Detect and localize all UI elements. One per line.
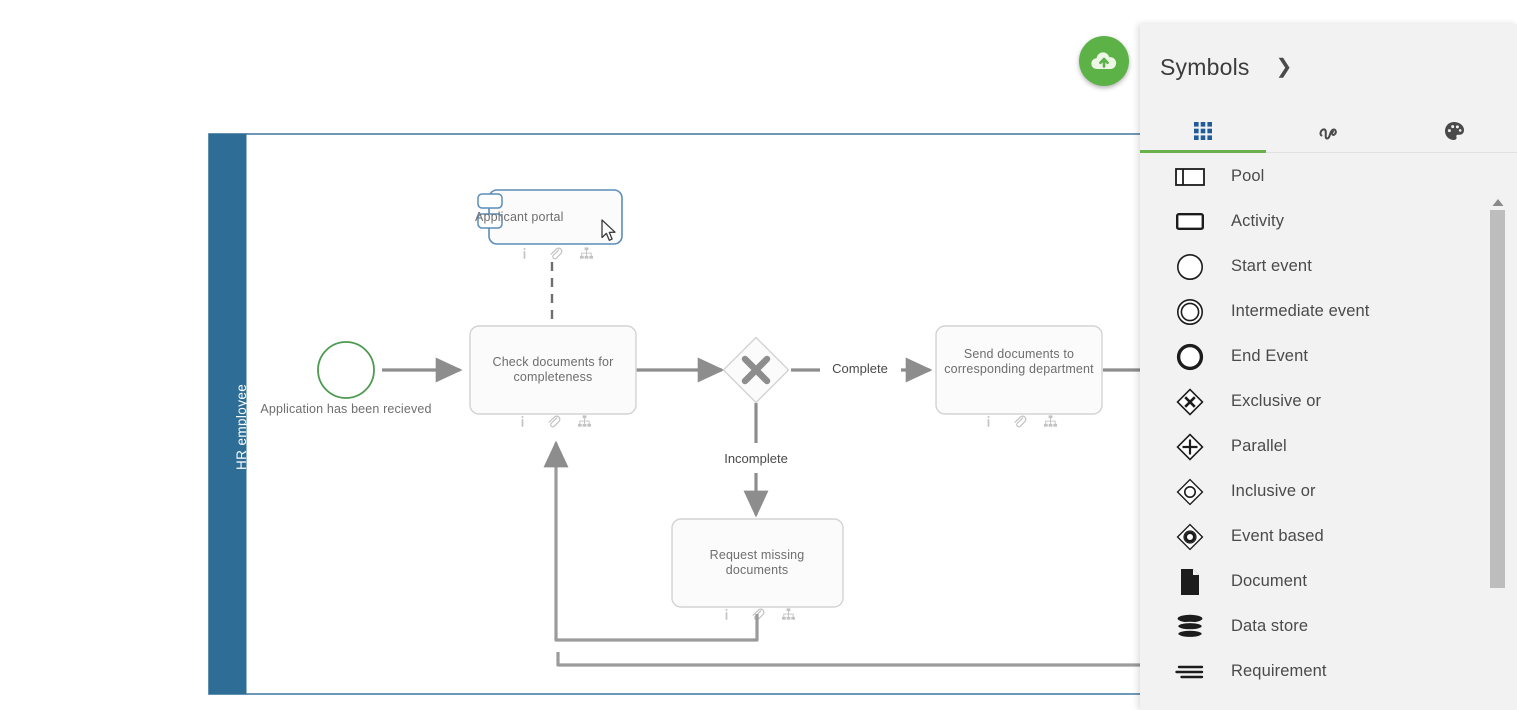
node-toolbar-request-missing[interactable] <box>672 607 843 622</box>
start-event-icon <box>1173 250 1207 284</box>
cloud-upload-icon <box>1091 52 1117 70</box>
tab-styles[interactable] <box>1391 110 1517 152</box>
panel-scrollbar[interactable] <box>1490 194 1505 594</box>
lane-header[interactable] <box>208 133 247 695</box>
panel-tabs[interactable] <box>1140 110 1517 153</box>
symbol-label: Requirement <box>1231 662 1327 680</box>
palette-icon <box>1445 122 1465 140</box>
symbol-item-start-event[interactable]: Start event <box>1140 244 1500 289</box>
parallel-icon <box>1173 430 1207 464</box>
symbol-label: Activity <box>1231 212 1285 230</box>
hierarchy-icon[interactable] <box>1043 414 1058 429</box>
node-check-documents[interactable] <box>469 325 637 415</box>
symbol-item-data-store[interactable]: Data store <box>1140 604 1500 649</box>
panel-title: Symbols <box>1160 53 1250 80</box>
node-request-missing[interactable] <box>671 518 844 608</box>
info-icon[interactable] <box>515 414 530 429</box>
attachment-icon[interactable] <box>750 607 765 622</box>
cloud-upload-button[interactable] <box>1079 36 1129 86</box>
symbols-panel[interactable]: Symbols ❯ <box>1140 24 1517 710</box>
panel-header: Symbols ❯ <box>1140 24 1517 110</box>
symbol-item-exclusive-or[interactable]: Exclusive or <box>1140 379 1500 424</box>
scribble-icon <box>1318 128 1337 140</box>
symbol-label: Exclusive or <box>1231 392 1322 410</box>
attachment-icon[interactable] <box>1012 414 1027 429</box>
lane-label: HR employee <box>234 383 249 470</box>
end-event-icon <box>1173 340 1207 374</box>
event-based-icon <box>1173 520 1207 554</box>
symbol-label: Inclusive or <box>1231 482 1316 500</box>
symbol-label: Pool <box>1231 167 1265 185</box>
symbol-item-parallel[interactable]: Parallel <box>1140 424 1500 469</box>
symbol-item-event-based[interactable]: Event based <box>1140 514 1500 559</box>
pool-icon <box>1173 160 1207 194</box>
intermediate-event-icon <box>1173 295 1207 329</box>
hierarchy-icon[interactable] <box>781 607 796 622</box>
activity-icon <box>1173 205 1207 239</box>
symbol-list[interactable]: Pool Activity Start event <box>1140 154 1500 710</box>
symbol-label: Intermediate event <box>1231 302 1370 320</box>
tab-freehand[interactable] <box>1266 110 1392 152</box>
edge-label-incomplete: Incomplete <box>724 451 788 466</box>
symbol-label: End Event <box>1231 347 1309 365</box>
symbol-item-document[interactable]: Document <box>1140 559 1500 604</box>
info-icon[interactable] <box>981 414 996 429</box>
symbol-item-intermediate-event[interactable]: Intermediate event <box>1140 289 1500 334</box>
node-start-event[interactable] <box>317 341 375 399</box>
symbol-label: Data store <box>1231 617 1309 635</box>
exclusive-or-icon <box>1173 385 1207 419</box>
symbol-label: Document <box>1231 572 1308 590</box>
document-icon <box>1173 565 1207 599</box>
chevron-right-icon[interactable]: ❯ <box>1275 56 1293 78</box>
edge-request-loopback[interactable] <box>543 440 759 642</box>
hierarchy-icon[interactable] <box>577 414 592 429</box>
node-toolbar-applicant-portal[interactable] <box>489 246 622 261</box>
symbol-item-end-event[interactable]: End Event <box>1140 334 1500 379</box>
symbol-item-activity[interactable]: Activity <box>1140 199 1500 244</box>
info-icon[interactable] <box>517 246 532 261</box>
node-applicant-portal[interactable] <box>477 189 623 245</box>
symbol-item-inclusive-or[interactable]: Inclusive or <box>1140 469 1500 514</box>
data-store-icon <box>1173 610 1207 644</box>
hierarchy-icon[interactable] <box>579 246 594 261</box>
edge-label-complete: Complete <box>832 361 888 376</box>
symbol-item-pool[interactable]: Pool <box>1140 154 1500 199</box>
symbol-item-requirement[interactable]: Requirement <box>1140 649 1500 694</box>
requirement-icon <box>1173 655 1207 689</box>
tab-symbols[interactable] <box>1140 110 1266 153</box>
symbol-label: Start event <box>1231 257 1312 275</box>
node-toolbar-send-documents[interactable] <box>936 414 1102 429</box>
grid-icon <box>1193 122 1212 140</box>
symbol-label: Parallel <box>1231 437 1287 455</box>
node-exclusive-gateway[interactable] <box>722 336 790 404</box>
scroll-up-arrow-icon[interactable] <box>1490 194 1505 210</box>
attachment-icon[interactable] <box>548 246 563 261</box>
attachment-icon[interactable] <box>546 414 561 429</box>
info-icon[interactable] <box>719 607 734 622</box>
node-send-documents[interactable] <box>935 325 1103 415</box>
inclusive-or-icon <box>1173 475 1207 509</box>
scrollbar-thumb[interactable] <box>1490 210 1505 588</box>
symbol-label: Event based <box>1231 527 1324 545</box>
node-toolbar-check-documents[interactable] <box>470 414 636 429</box>
